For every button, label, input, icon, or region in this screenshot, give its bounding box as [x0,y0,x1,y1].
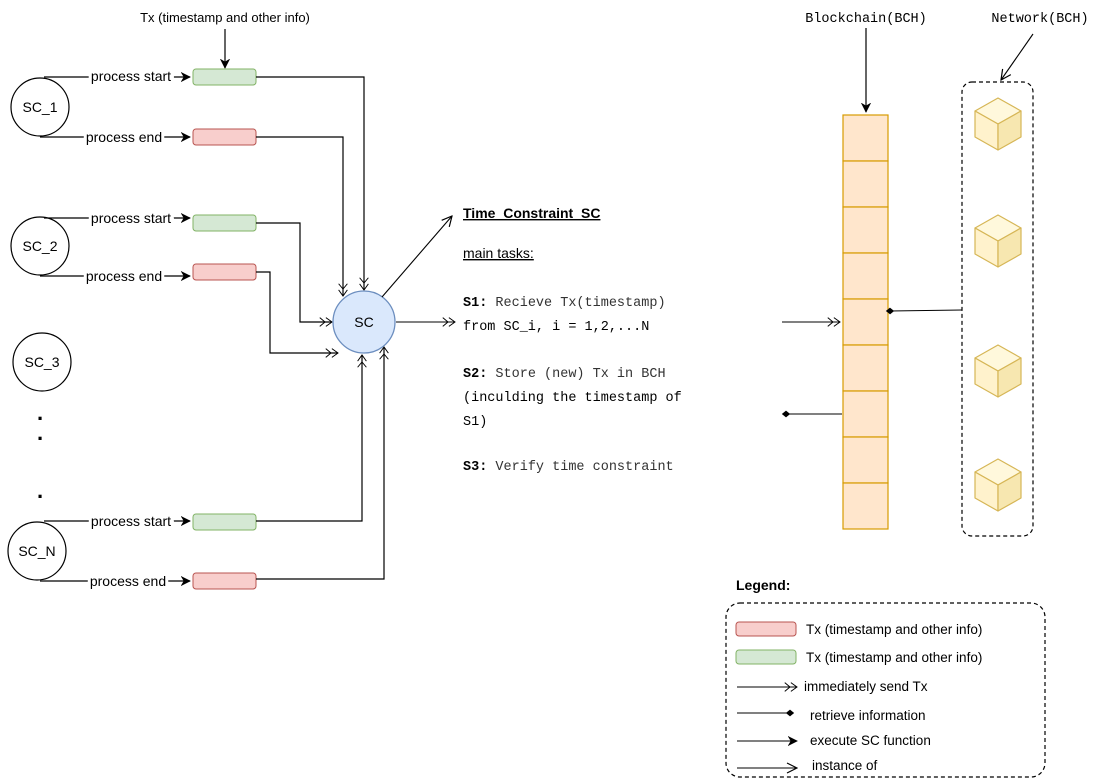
network-node-cube-icon-4 [974,458,1022,512]
central-sc-label: SC [354,314,373,330]
instance-of-arrow [381,216,452,298]
top-tx-label: Tx (timestamp and other info) [140,10,310,25]
connector-sc1-start [256,76,369,291]
legend-item-5: execute SC function [810,733,931,748]
sc-node-3-label: SC_3 [24,354,59,370]
sc-node-2-label: SC_2 [22,238,57,254]
scn-end-tx [192,572,257,590]
sc2-start-label: process start [91,210,171,226]
sc1-start-label: process start [91,68,171,84]
sc2-start-tx [192,214,257,232]
sc-node-1-label: SC_1 [22,99,57,115]
block-9 [842,482,889,530]
sc-node-n: SC_N [7,521,67,581]
ellipsis-dot-2: . [37,420,43,445]
block-8 [842,436,889,484]
legend-item-2: Tx (timestamp and other info) [806,650,982,665]
cube-face [997,357,1022,398]
network-node-cube-icon-2 [974,214,1022,268]
connector-sc2-start [256,222,333,327]
network-node-cube-icon-1 [974,97,1022,151]
step-3-id: S3: [463,460,487,475]
connector-scn-end [256,346,389,580]
network-retrieve-line [885,307,963,315]
sc1-end-label: process end [86,129,162,145]
ellipsis-dot-3: . [37,478,43,503]
network-container [961,81,1034,537]
sc-node-3: SC_3 [12,332,72,392]
legend-green-tx-swatch [735,649,797,665]
legend-item-4: retrieve information [810,708,926,723]
sc2-end-tx [192,263,257,281]
legend-item-3: immediately send Tx [804,679,928,694]
connector-sc2-end [256,271,339,358]
sc-node-2: SC_2 [10,216,70,276]
step-2-cont-2: S1) [463,415,487,430]
contract-title: Time_Constraint_SC [463,205,600,221]
step-3-line-1: Verify time constraint [487,460,673,475]
legend-item-1: Tx (timestamp and other info) [806,622,982,637]
block-5 [842,298,889,346]
block-4 [842,252,889,300]
ellipsis-dot-1: . [37,400,43,425]
sc1-start-tx [192,68,257,86]
legend-title: Legend: [736,577,790,593]
step-2: S2: Store (new) Tx in BCH [463,367,666,382]
block-2 [842,160,889,208]
legend-red-tx-swatch [735,621,797,637]
sc1-end-tx [192,128,257,146]
scn-start-label: process start [91,513,171,529]
block-1 [842,114,889,162]
step-2-id: S2: [463,367,487,382]
contract-subtitle: main tasks: [463,245,534,261]
network-label-arrow [1001,33,1034,80]
block-7 [842,390,889,438]
step-1-line-1: Recieve Tx(timestamp) [487,296,665,311]
block-3 [842,206,889,254]
sc-node-n-label: SC_N [18,543,55,559]
step-2-cont-1: (inculding the timestamp of [463,391,682,406]
step-1-cont: from SC_i, i = 1,2,...N [463,320,649,335]
step-3: S3: Verify time constraint [463,460,674,475]
legend-item-6: instance of [812,758,878,773]
scn-end-label: process end [90,573,166,589]
network-nodes [974,97,1022,512]
step-1: S1: Recieve Tx(timestamp) [463,296,666,311]
sc-node-1: SC_1 [10,77,70,137]
block-6 [842,344,889,392]
cube-face [997,471,1022,512]
sc2-end-label: process end [86,268,162,284]
connector-scn-start [256,354,367,522]
cube-face [997,110,1022,151]
central-sc-node: SC [332,290,396,354]
scn-start-tx [192,513,257,531]
blockchain-column [842,114,889,530]
connector-sc1-end [256,136,348,297]
step-2-line-1: Store (new) Tx in BCH [487,367,665,382]
legend-container [725,602,1046,778]
network-node-cube-icon-3 [974,344,1022,398]
blockchain-label: Blockchain(BCH) [805,12,927,27]
network-label: Network(BCH) [991,12,1088,27]
cube-face [997,227,1022,268]
step-1-id: S1: [463,296,487,311]
